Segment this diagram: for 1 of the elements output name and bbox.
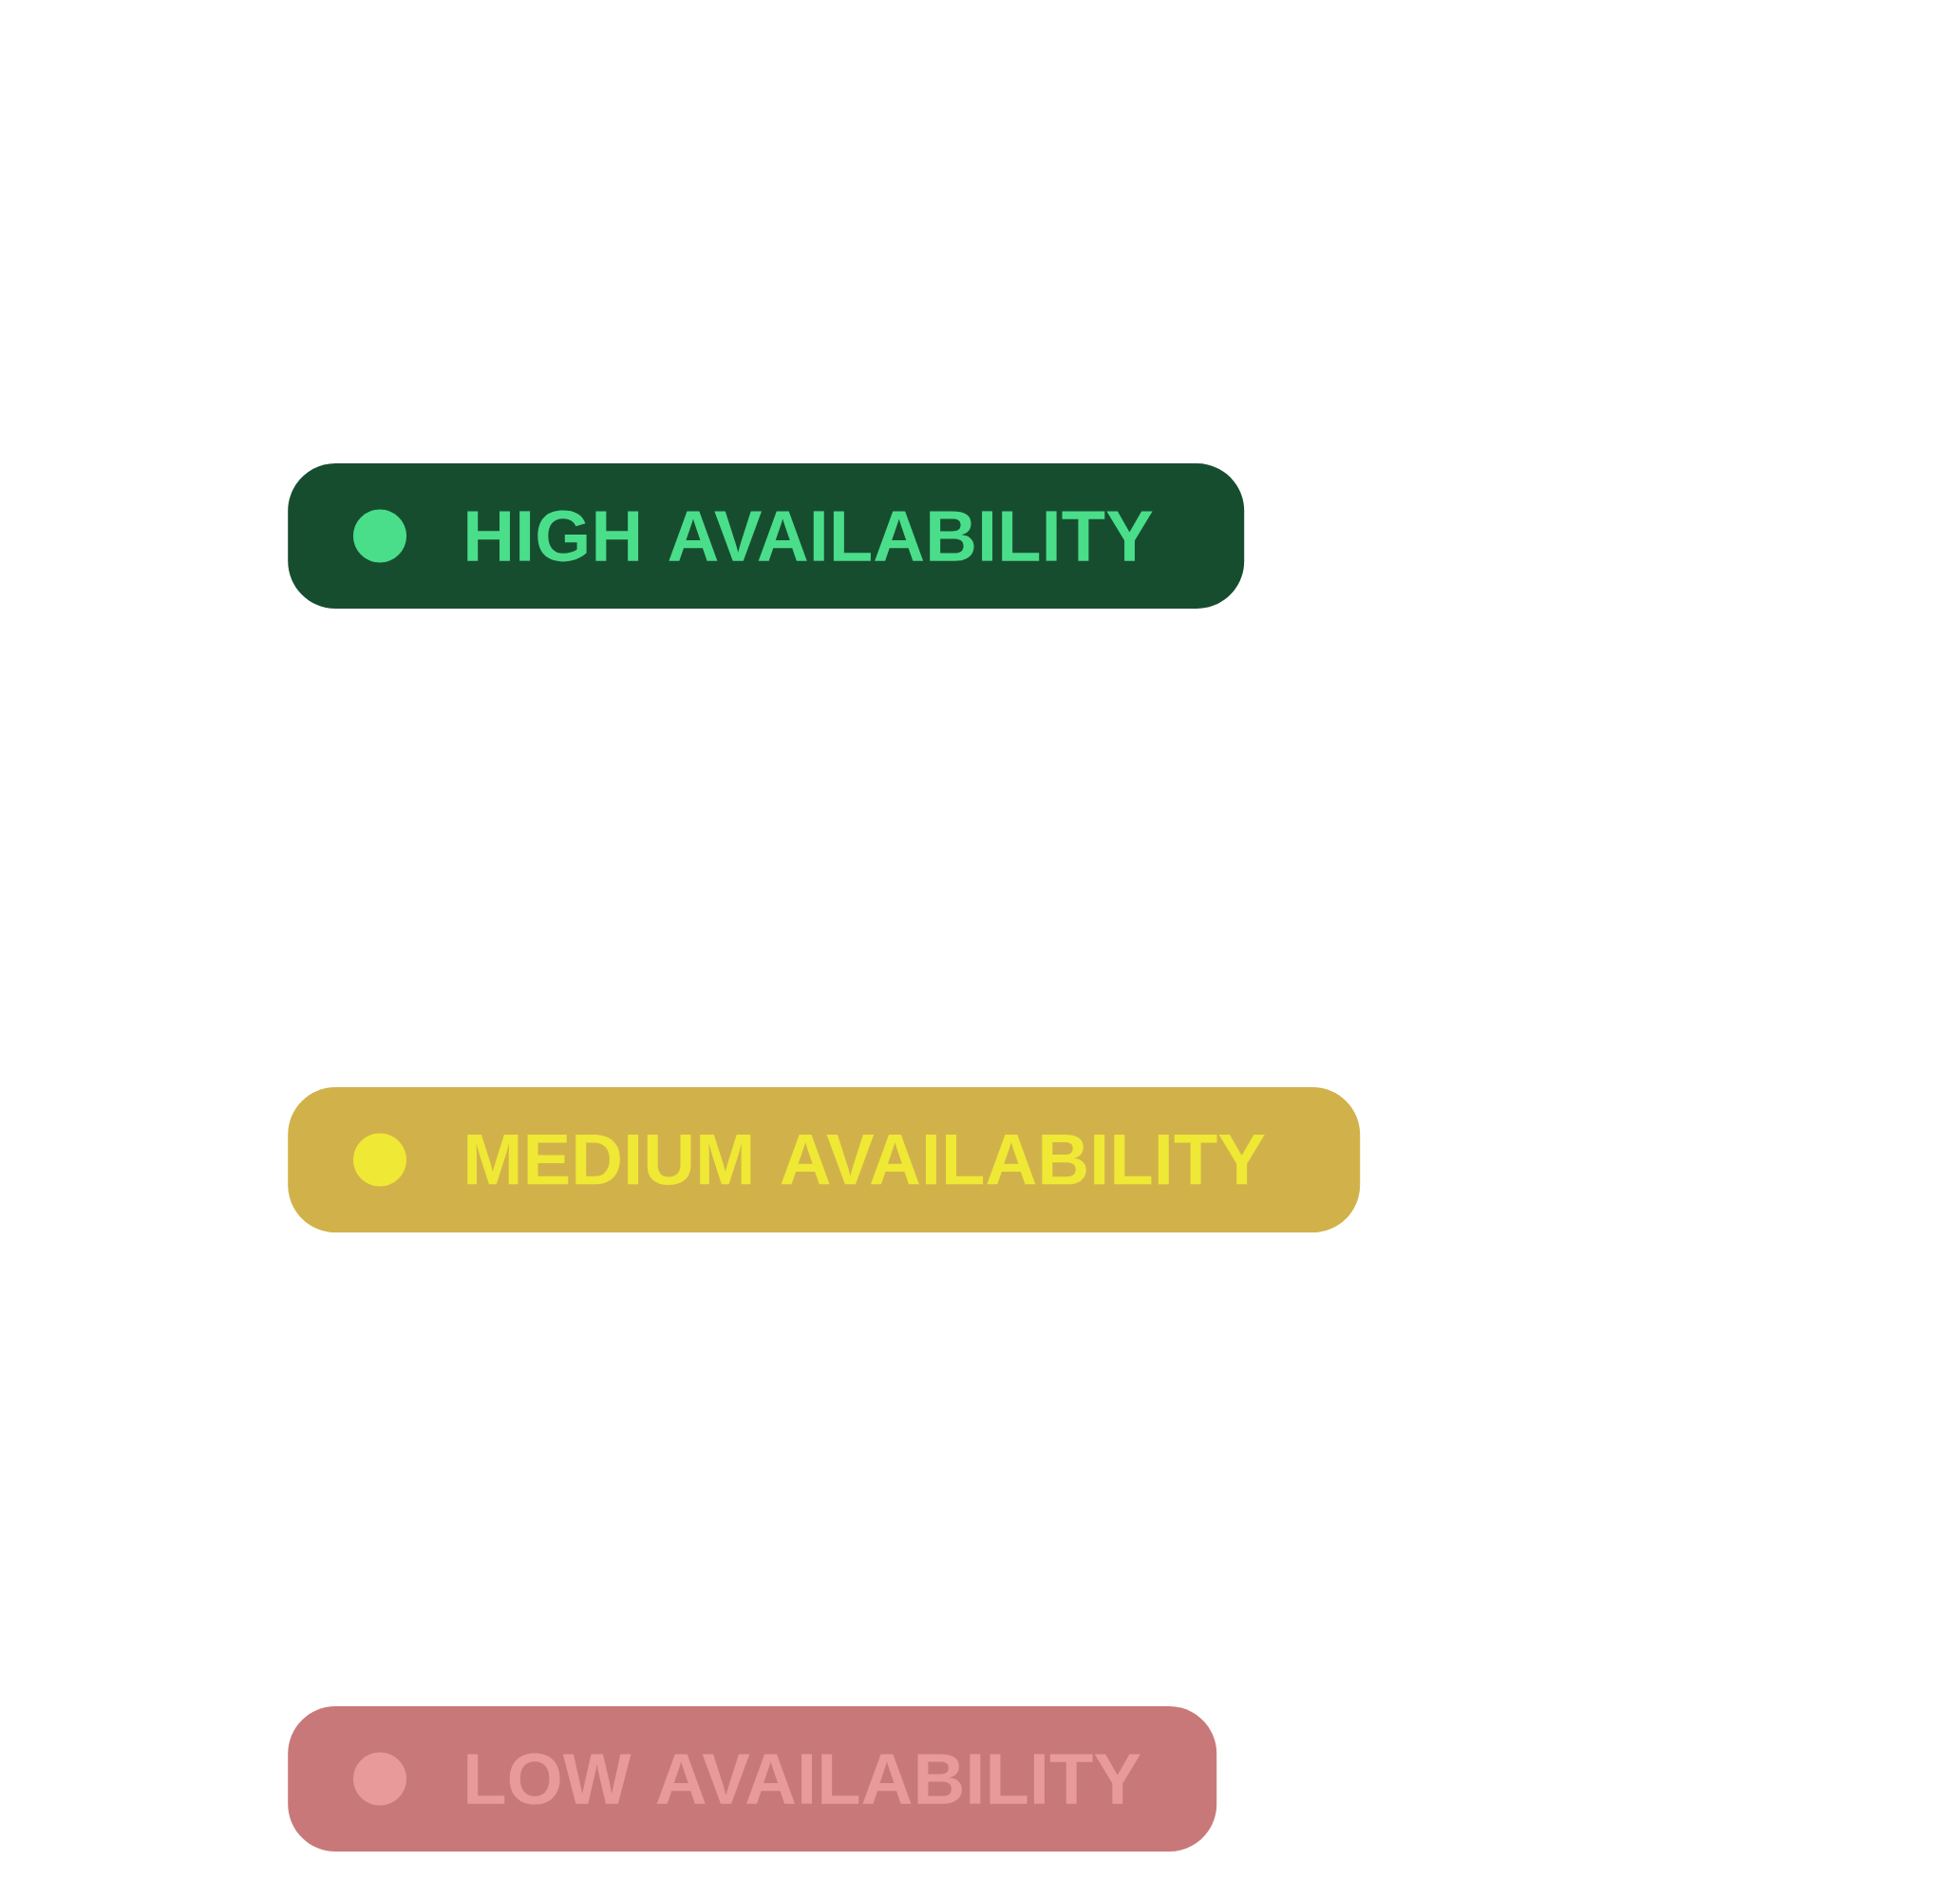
- status-badge: HIGH AVAILABILITY: [288, 463, 1245, 609]
